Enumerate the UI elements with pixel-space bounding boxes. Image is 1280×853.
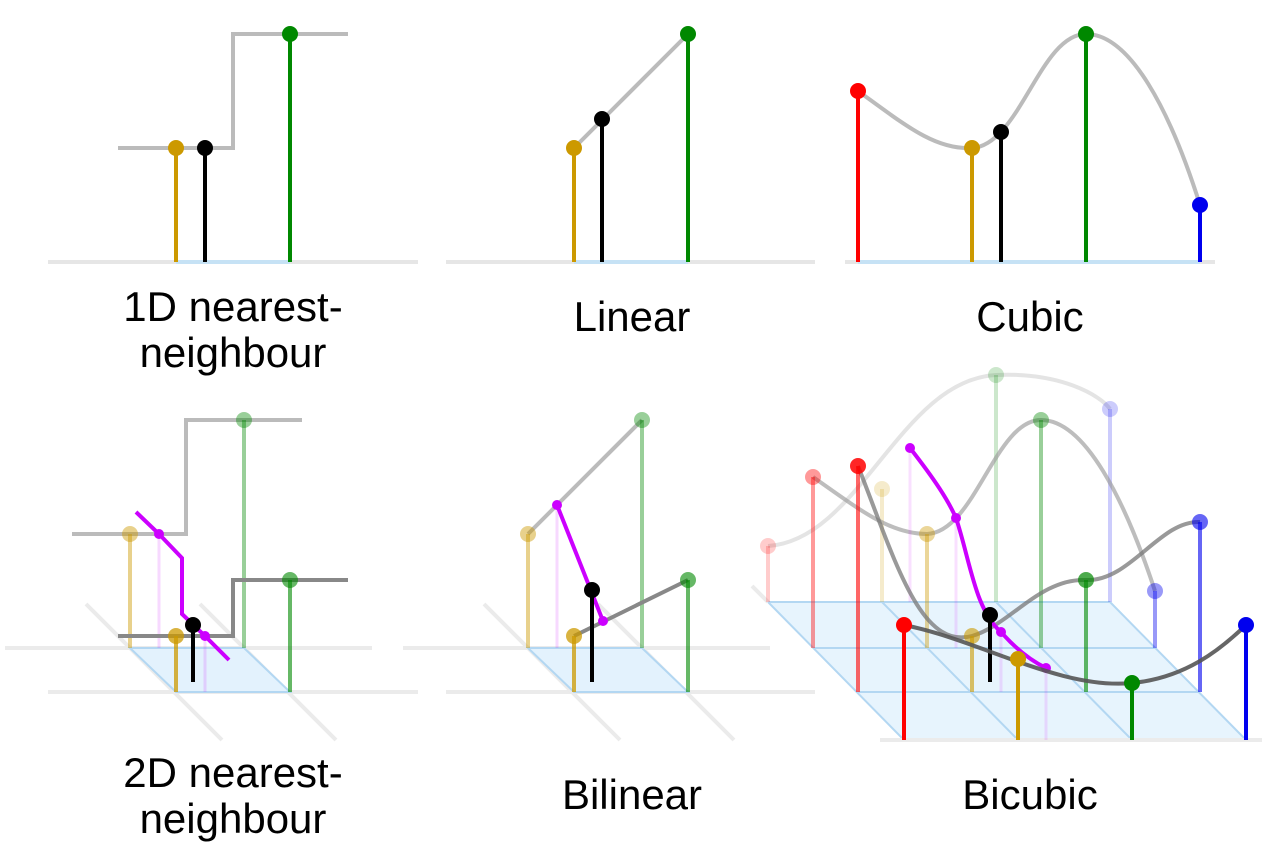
grid-cell — [525, 647, 691, 693]
point-row2-green — [1078, 572, 1094, 588]
sample-point-gold — [566, 140, 582, 156]
point-row3-blue — [1238, 617, 1254, 633]
interpolation-point-magenta — [996, 627, 1006, 637]
caption-bicubic: Bicubic — [962, 771, 1098, 818]
point-row1-gold — [919, 526, 935, 542]
point-row1-blue — [1147, 583, 1163, 599]
sample-point-red — [850, 83, 866, 99]
point-row3-green — [1124, 675, 1140, 691]
depth-line — [750, 584, 770, 604]
back-step-curve — [72, 418, 302, 536]
point-row0-blue — [1102, 401, 1118, 417]
row-2-curve — [856, 465, 1201, 640]
interpolation-point-magenta — [905, 443, 915, 453]
point-row2-red — [850, 458, 866, 474]
sample-point-blue — [1192, 197, 1208, 213]
panel-bilinear — [403, 412, 815, 742]
interpolation-point-magenta — [200, 631, 210, 641]
grid-cell — [127, 647, 293, 693]
sample-point-gold-back — [122, 526, 138, 542]
interpolation-point-magenta — [951, 513, 961, 523]
point-row2-blue — [1192, 514, 1208, 530]
sample-point-gold-back — [520, 526, 536, 542]
sample-point-gold — [168, 140, 184, 156]
sample-point-green-front — [282, 572, 298, 588]
point-row0-green — [988, 367, 1004, 383]
linear-curve — [572, 32, 690, 150]
back-linear-curve — [526, 418, 644, 536]
grid-col-line — [767, 601, 905, 741]
caption-2d-nearest-neighbour: 2D nearest- neighbour — [123, 749, 343, 842]
sample-point-gold-front — [566, 628, 582, 644]
interpolated-point-black — [982, 607, 998, 623]
interpolation-curve-magenta — [555, 504, 605, 622]
row-0-curve — [767, 372, 1112, 548]
panel-cubic — [845, 26, 1215, 264]
front-step-curve — [118, 578, 348, 638]
sample-point-green — [1078, 26, 1094, 42]
interpolation-point-magenta — [598, 616, 608, 626]
sample-point-green-back — [236, 412, 252, 428]
sample-point-gold-front — [168, 628, 184, 644]
point-row1-red — [805, 469, 821, 485]
caption-1d-nearest-neighbour: 1D nearest- neighbour — [123, 283, 343, 376]
sample-point-green — [282, 26, 298, 42]
point-row3-red — [896, 617, 912, 633]
grid-plane — [768, 602, 1246, 740]
interpolated-point-black — [594, 111, 610, 127]
sample-point-gold — [964, 140, 980, 156]
interpolation-curve-magenta — [908, 446, 1047, 670]
caption-bilinear: Bilinear — [561, 771, 703, 818]
interpolated-point-black — [197, 140, 213, 156]
row-3-curve — [903, 623, 1248, 686]
point-row3-gold — [1010, 651, 1026, 667]
panel-bicubic — [750, 367, 1262, 742]
grid-col-line — [995, 601, 1133, 741]
panel-2d-nearest-neighbour — [5, 412, 418, 742]
row-1-curve — [811, 417, 1157, 592]
point-row1-green — [1033, 412, 1049, 428]
panel-linear — [446, 26, 815, 264]
panel-1d-nearest-neighbour — [48, 26, 418, 264]
interpolated-point-black — [185, 617, 201, 633]
point-row0-gold — [874, 481, 890, 497]
cubic-curve — [856, 31, 1202, 206]
sample-point-green-back — [634, 412, 650, 428]
point-row0-red — [760, 538, 776, 554]
point-row2-gold — [964, 628, 980, 644]
caption-linear: Linear — [573, 293, 691, 340]
interpolation-curve-magenta — [134, 510, 231, 662]
interpolation-point-magenta — [552, 500, 562, 510]
sample-point-green-front — [680, 572, 696, 588]
sample-point-green — [680, 26, 696, 42]
interpolated-point-black — [584, 582, 600, 598]
interpolation-point-magenta — [154, 529, 164, 539]
caption-cubic: Cubic — [976, 293, 1084, 340]
interpolated-point-black — [993, 124, 1009, 140]
step-curve — [118, 32, 348, 150]
